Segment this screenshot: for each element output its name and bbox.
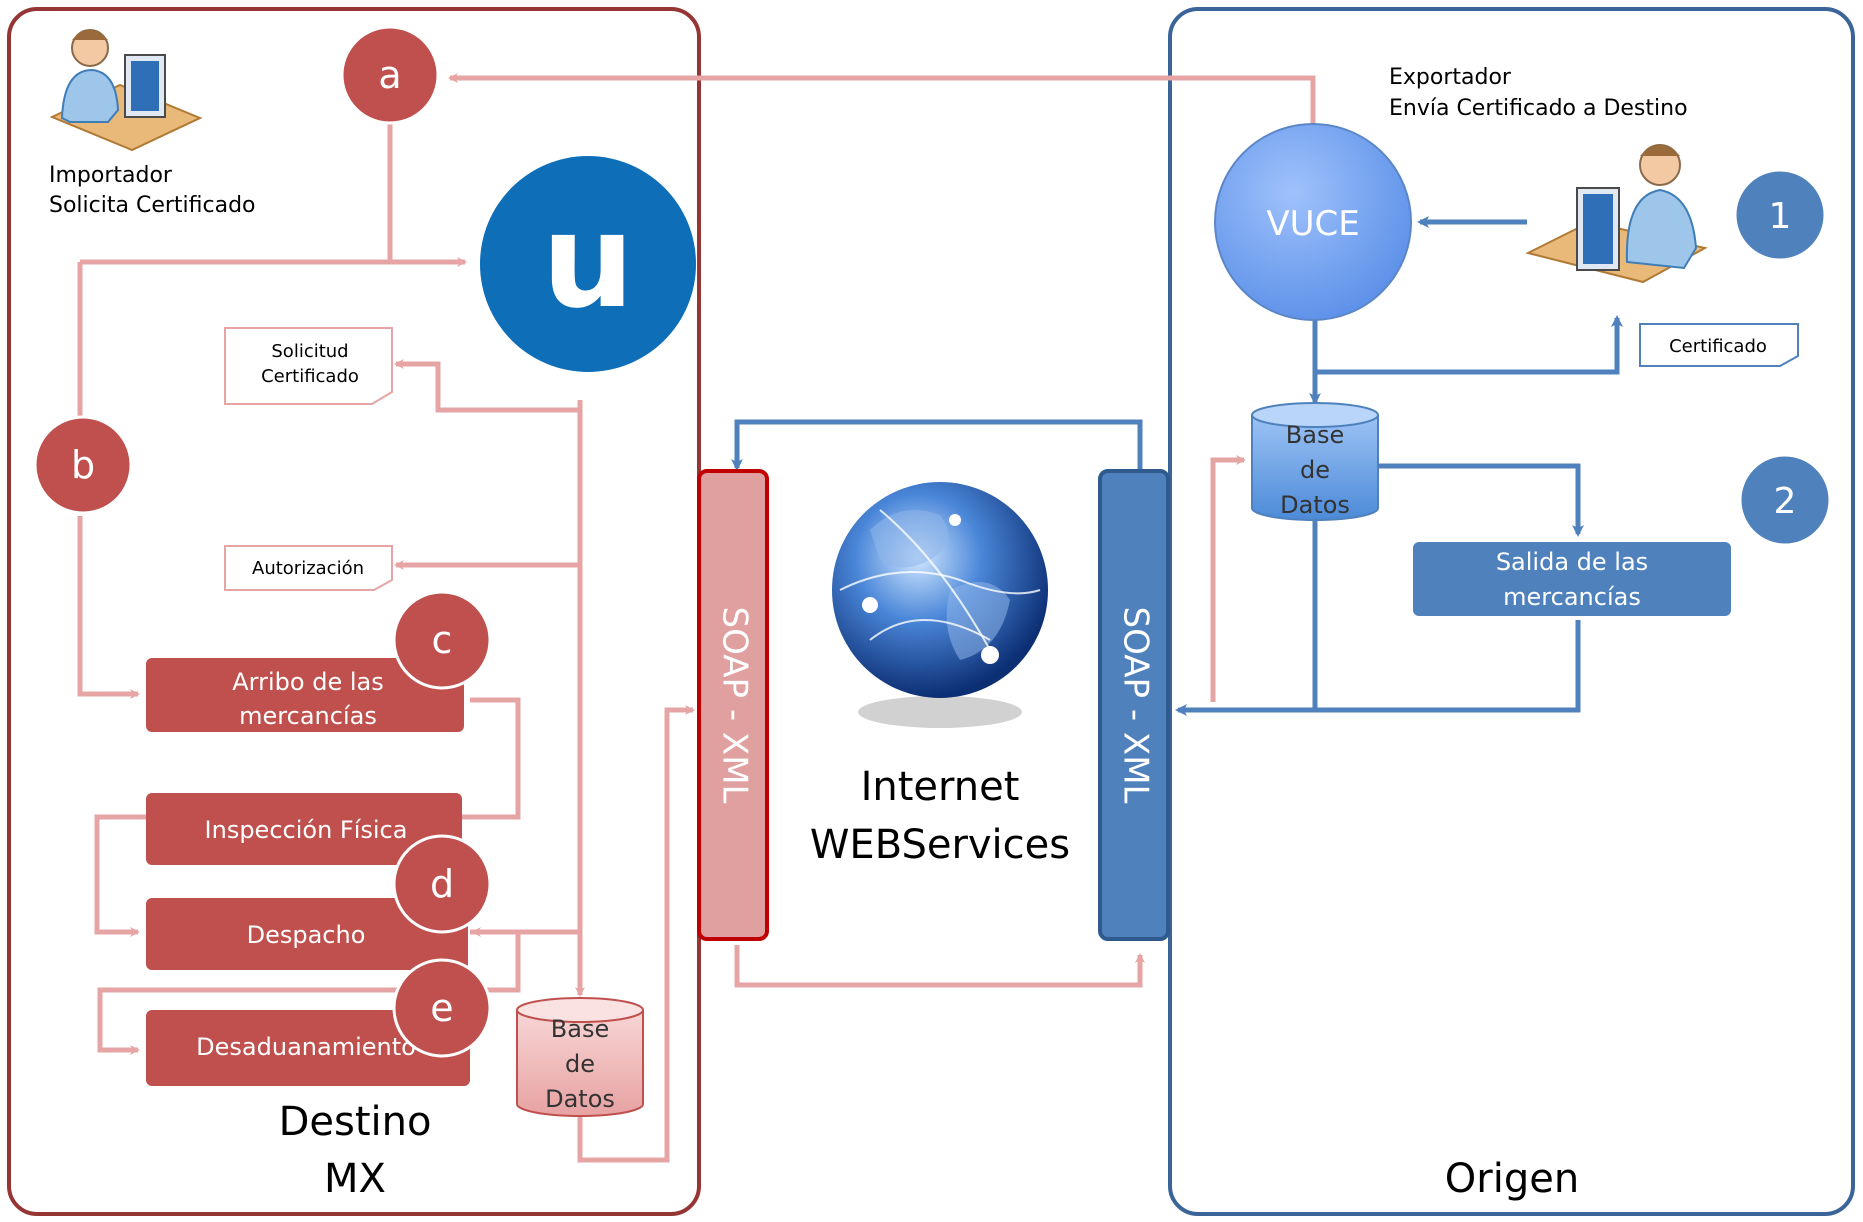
db-origen-line2: de	[1300, 456, 1330, 484]
internet-label-line1: Internet	[861, 764, 1020, 810]
step-c-circle: c	[392, 590, 492, 690]
salida-box: Salida de las mercancías	[1413, 542, 1731, 616]
step-a-circle: a	[340, 25, 440, 125]
step-b-circle: b	[33, 415, 133, 515]
arribo-box: Arribo de las mercancías	[146, 658, 464, 732]
importador-label-line1: Importador	[49, 163, 173, 188]
importador-computer-user-icon	[49, 29, 203, 152]
step-1-label: 1	[1769, 196, 1792, 237]
step-c-label: c	[432, 618, 453, 662]
step-d-label: d	[430, 862, 454, 906]
destino-connectors	[77, 73, 1316, 1163]
arribo-label-line2: mercancías	[239, 702, 377, 730]
soap-xml-destino-bar: SOAP - XML	[697, 469, 769, 941]
origen-connectors	[731, 216, 1623, 716]
salida-label-line1: Salida de las	[1496, 548, 1648, 576]
step-d-circle: d	[392, 834, 492, 934]
solicitud-label-line1: Solicitud	[271, 341, 348, 362]
desaduanamiento-box: Desaduanamiento	[146, 1010, 470, 1086]
db-destino-line2: de	[565, 1050, 595, 1078]
autorizacion-document: Autorización	[224, 545, 393, 591]
step-2-circle: 2	[1738, 453, 1832, 547]
vuce-circle	[1214, 123, 1412, 321]
inspeccion-label: Inspección Física	[205, 816, 408, 844]
soap-origen-label: SOAP - XML	[1116, 607, 1156, 804]
destino-label-line1: Destino	[279, 1099, 432, 1145]
step-e-label: e	[430, 986, 453, 1030]
inspeccion-box: Inspección Física	[146, 793, 462, 865]
despacho-label: Despacho	[247, 921, 366, 949]
origen-label: Origen	[1445, 1156, 1579, 1202]
arribo-label-line1: Arribo de las	[232, 668, 383, 696]
step-2-label: 2	[1774, 481, 1797, 522]
db-destino-line1: Base	[551, 1015, 609, 1043]
db-origen-line1: Base	[1286, 421, 1344, 449]
step-b-label: b	[71, 443, 95, 487]
exportador-computer-user-icon	[1525, 144, 1708, 284]
step-a-label: a	[378, 53, 401, 97]
autorizacion-label: Autorización	[252, 558, 364, 579]
importador-label-line2: Solicita Certificado	[49, 193, 256, 218]
certificado-document: Certificado	[1639, 323, 1799, 367]
certificado-label: Certificado	[1669, 336, 1767, 357]
exportador-label-line2: Envía Certificado a Destino	[1389, 96, 1688, 121]
exportador-label-line1: Exportador	[1389, 65, 1512, 90]
step-1-circle: 1	[1733, 168, 1827, 262]
despacho-box: Despacho	[146, 898, 468, 970]
vuce-label: VUCE	[1266, 204, 1359, 244]
solicitud-label-line2: Certificado	[261, 366, 359, 387]
ventanilla-logo-letter: u	[542, 185, 635, 337]
db-origen-line3: Datos	[1280, 491, 1350, 519]
soap-xml-origen-bar: SOAP - XML	[1098, 469, 1170, 941]
soap-destino-label: SOAP - XML	[715, 607, 755, 804]
database-destino-icon: Base de Datos	[516, 997, 644, 1117]
destino-label-line2: MX	[324, 1156, 386, 1202]
step-e-circle: e	[392, 958, 492, 1058]
db-destino-line3: Datos	[545, 1085, 615, 1113]
solicitud-certificado-document: Solicitud Certificado	[224, 327, 393, 405]
database-origen-icon: Base de Datos	[1251, 402, 1379, 521]
desaduanamiento-label: Desaduanamiento	[196, 1033, 416, 1061]
internet-label-line2: WEBServices	[810, 822, 1070, 868]
globe-icon	[832, 482, 1048, 728]
ventanilla-logo-circle	[480, 156, 696, 372]
salida-label-line2: mercancías	[1503, 583, 1641, 611]
